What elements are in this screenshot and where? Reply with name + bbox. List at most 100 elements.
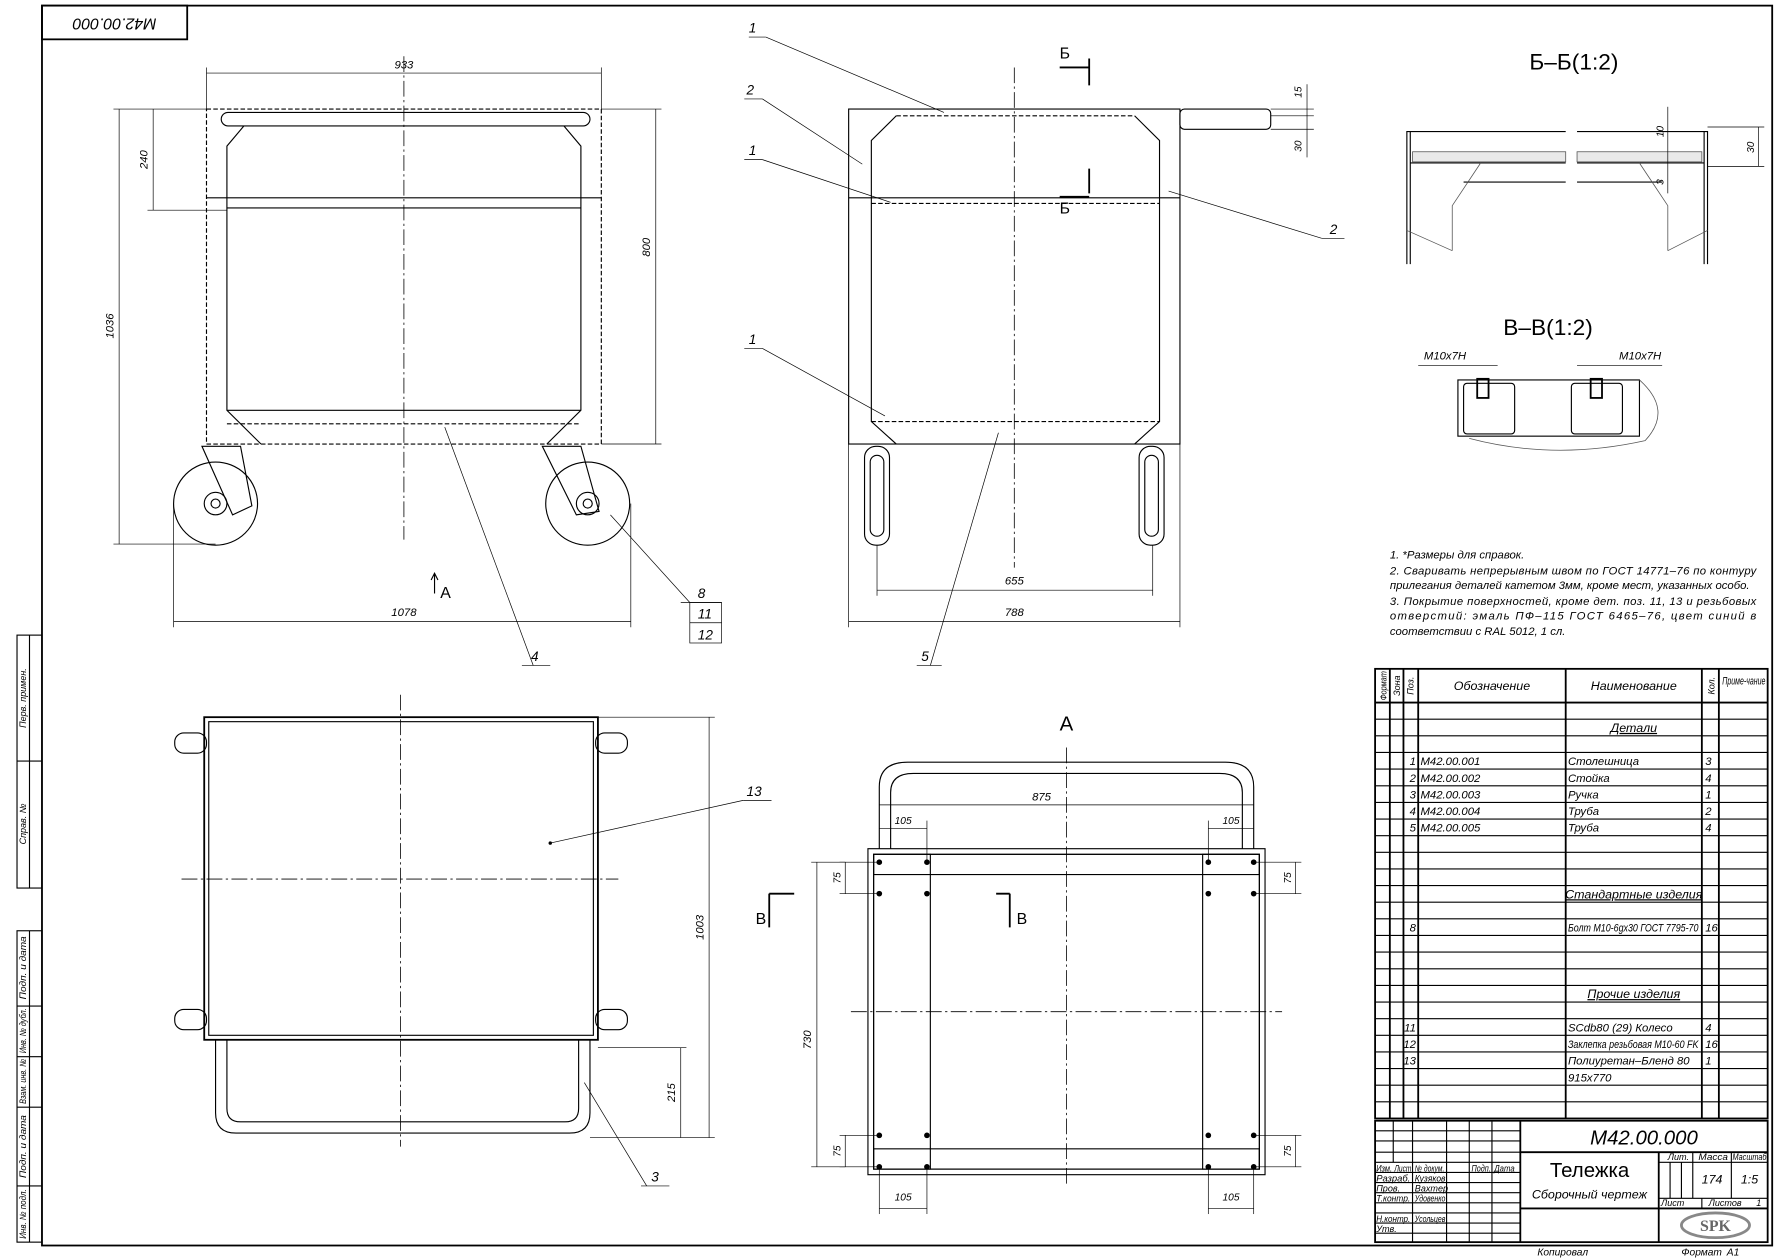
dim-1036: 1036 [104, 313, 116, 339]
cell-pos: 4 [1410, 806, 1416, 818]
table-row: Детали [1608, 721, 1657, 735]
dim-788: 788 [1005, 607, 1025, 619]
role-name: Вахтер [1415, 1184, 1448, 1194]
margin-label: Инв. № подл. [18, 1189, 28, 1238]
role-label: Н.контр. [1376, 1214, 1410, 1224]
caster-right [1138, 445, 1165, 546]
cell-name: Столешница [1568, 756, 1639, 768]
section-mark-b-bottom: Б [1060, 201, 1070, 218]
cell-pos: 13 [1403, 1056, 1416, 1068]
dim-75: 75 [833, 1145, 844, 1157]
callout-8: 8 [698, 586, 706, 601]
callout-2: 2 [746, 82, 755, 97]
cell-pos: 3 [1410, 789, 1417, 801]
callout-4: 4 [531, 649, 539, 664]
copied-label: Копировал [1537, 1248, 1588, 1259]
cell-qty: 4 [1705, 823, 1711, 835]
drawing-subtitle: Сборочный чертеж [1532, 1187, 1648, 1201]
cell-name: Труба [1568, 823, 1599, 835]
dim-1078: 1078 [391, 607, 417, 619]
section-bb: Б–Б(1:2) 10 3 30 [1406, 50, 1765, 265]
dim-240: 240 [138, 150, 150, 170]
col-header: Изм. [1376, 1163, 1392, 1173]
dim-3: 3 [1655, 179, 1666, 185]
callout-3: 3 [651, 1169, 659, 1184]
mass-value: 174 [1702, 1173, 1723, 1187]
col-header: Дата [1493, 1163, 1514, 1173]
dim-215: 215 [666, 1083, 678, 1103]
callout-1: 1 [749, 332, 757, 347]
lit-label: Лит. [1667, 1152, 1689, 1162]
sheet-label: Лист [1660, 1198, 1685, 1208]
note-line: 3. Покрытие поверхностей, кроме дет. поз… [1390, 596, 1757, 608]
margin-label: Взам. инв. № [18, 1059, 28, 1104]
scale-value: 1:5 [1741, 1173, 1758, 1187]
cell-designation: M42.00.003 [1420, 789, 1481, 801]
cell-pos: 5 [1410, 823, 1417, 835]
cell-qty: 4 [1705, 1022, 1711, 1034]
note-line: 1. *Размеры для справок. [1390, 550, 1524, 562]
dim-75: 75 [833, 872, 844, 884]
cell-pos: 8 [1410, 923, 1417, 935]
cell-qty: 16 [1705, 1039, 1718, 1051]
note-line: 2. Сваривать непрерывным швом по ГОСТ 14… [1389, 565, 1758, 577]
callout-11: 11 [698, 606, 712, 621]
format-label: Формат [1681, 1248, 1722, 1259]
view-a-title: A [1060, 714, 1074, 736]
section-heading: Стандартные изделия [1565, 887, 1703, 901]
header-qty: Кол. [1706, 677, 1716, 695]
cell-qty: 1 [1705, 1056, 1711, 1068]
drawing-frame [41, 4, 1774, 1247]
callout-1: 1 [749, 21, 757, 36]
wheel-right [541, 445, 631, 546]
cell-pos: 12 [1403, 1039, 1416, 1051]
dim-75: 75 [1283, 1145, 1294, 1157]
header-zone: Зона [1392, 675, 1402, 695]
table-row: Прочие изделия [1587, 987, 1680, 1001]
cell-qty: 4 [1705, 773, 1711, 785]
dim-105: 105 [1222, 1193, 1239, 1204]
format-value: A1 [1726, 1248, 1739, 1259]
dim-655: 655 [1005, 576, 1025, 588]
cell-pos: 11 [1404, 1022, 1416, 1034]
cell-name: Труба [1568, 806, 1599, 818]
col-header: № докум. [1415, 1163, 1444, 1173]
dim-730: 730 [802, 1030, 814, 1049]
cell-name: Ручка [1568, 789, 1599, 801]
cell-designation: M42.00.002 [1420, 773, 1481, 785]
sheets-value: 1 [1756, 1198, 1761, 1208]
side-view: Б Б 655 788 15 30 1 2 1 1 2 5 [744, 21, 1345, 666]
cell-name: Стойка [1568, 773, 1610, 785]
callout-12: 12 [698, 628, 714, 643]
cell-name: Болт М10-6gx30 ГОСТ 7795-70 [1568, 923, 1699, 935]
caster-left [863, 445, 891, 546]
scale-label: Масштаб [1732, 1152, 1767, 1162]
cell-name: 915x770 [1568, 1072, 1612, 1084]
margin-label: Подп. и дата [18, 1115, 28, 1178]
wheel-left [173, 445, 259, 546]
cell-pos: 2 [1409, 773, 1417, 785]
header-format: Формат [1378, 671, 1388, 701]
header-note: Приме-чание [1722, 676, 1765, 688]
section-mark-v-right: В [1017, 911, 1028, 928]
note-line: отверстий: эмаль ПФ–115 ГОСТ 6465–76, цв… [1390, 610, 1757, 622]
section-mark-v-left: В [756, 911, 767, 928]
svg-text:SPK: SPK [1700, 1218, 1732, 1235]
margin-label: Перв. примен. [18, 668, 28, 728]
table-row: 915x770 [1568, 1072, 1612, 1084]
cell-qty: 2 [1704, 806, 1712, 818]
top-view: 1003 215 13 3 [174, 694, 772, 1187]
stamp-text: M42.00.000 [72, 14, 156, 31]
cell-designation: M42.00.005 [1420, 823, 1481, 835]
dim-30: 30 [1293, 140, 1304, 152]
dim-30: 30 [1746, 141, 1757, 153]
header-pos: Поз. [1406, 677, 1416, 695]
